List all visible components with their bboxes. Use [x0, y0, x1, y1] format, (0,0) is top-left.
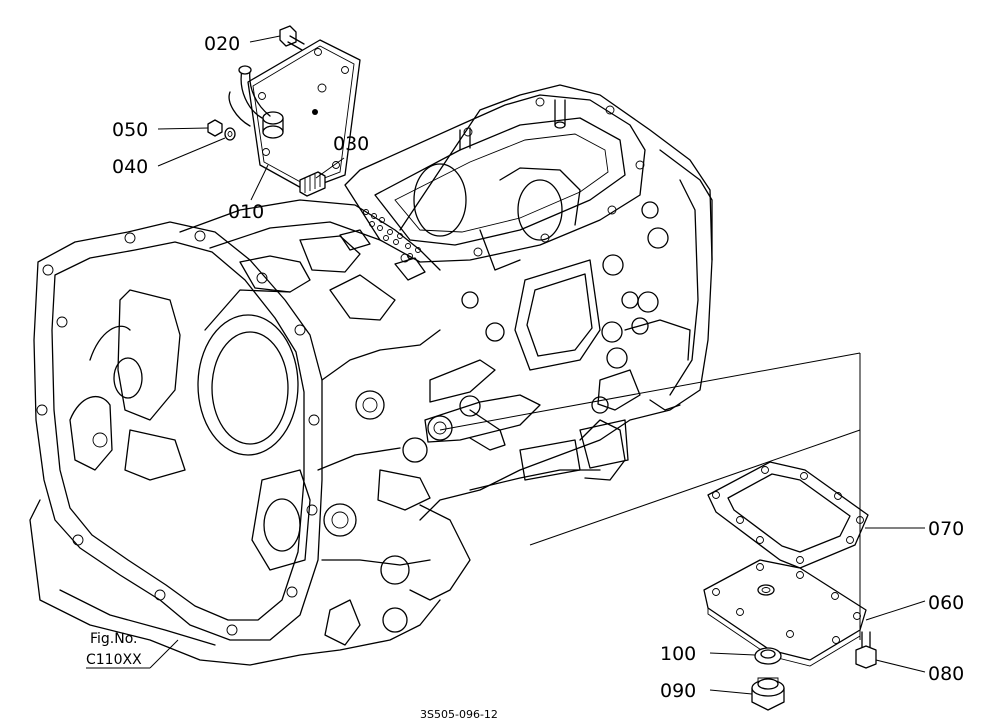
figure-number-label: Fig.No.	[90, 631, 138, 647]
part-050-nut	[207, 119, 223, 137]
label-060: 060	[928, 592, 964, 614]
label-100: 100	[660, 643, 696, 665]
part-020-bolt	[279, 25, 305, 51]
part-080-bolt	[855, 631, 877, 669]
label-010: 010	[228, 201, 264, 223]
label-040: 040	[112, 156, 148, 178]
part-040-washer	[224, 127, 236, 141]
label-020: 020	[204, 33, 240, 55]
part-030-stud	[299, 171, 326, 197]
part-labels: 020 050 040 010 030 070 060 080 100 090	[112, 33, 964, 702]
part-090-plug	[751, 677, 785, 711]
label-070: 070	[928, 518, 964, 540]
label-050: 050	[112, 119, 148, 141]
drawing-code: 3S505-096-12	[420, 708, 498, 721]
figure-number-value: C110XX	[86, 652, 142, 668]
part-010-cover-plate	[228, 39, 361, 191]
label-080: 080	[928, 663, 964, 685]
leader-lines	[86, 35, 926, 695]
part-070-gasket	[707, 461, 869, 569]
part-060-plate	[703, 559, 867, 667]
label-030: 030	[333, 133, 369, 155]
transmission-case	[29, 84, 713, 666]
top-deck-holes	[363, 209, 421, 259]
figure-reference: Fig.No. C110XX	[86, 631, 142, 668]
part-100-seal	[754, 647, 782, 665]
label-090: 090	[660, 680, 696, 702]
